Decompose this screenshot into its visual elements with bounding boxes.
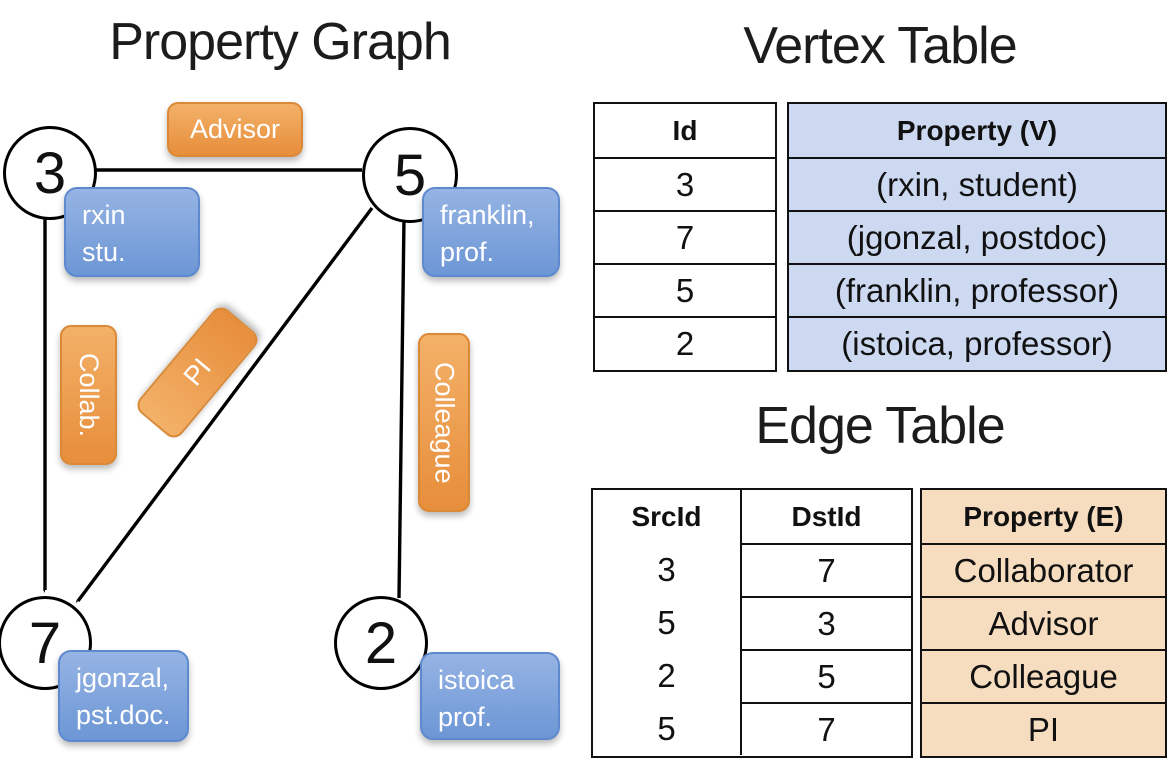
vertex-label-line: jgonzal, — [76, 663, 170, 693]
vertex-label-franklin: franklin, prof. — [422, 187, 560, 277]
vertex-table-property-column: Property (V) (rxin, student) (jgonzal, p… — [787, 102, 1167, 372]
edge-dstid-cell: 5 — [742, 649, 911, 702]
edge-property-cell: Advisor — [922, 596, 1165, 649]
vertex-id-cell: 5 — [595, 263, 775, 316]
edge-table-id-columns: SrcId DstId 3 7 5 3 2 5 5 7 — [591, 488, 913, 758]
vertex-id-cell: 3 — [595, 157, 775, 210]
graph-node-5: 5 — [362, 127, 458, 223]
vertex-id-cell: 7 — [595, 210, 775, 263]
edge-srcid-cell: 3 — [593, 543, 742, 596]
vertex-label-line: prof. — [440, 237, 495, 268]
vertex-id-cell: 2 — [595, 316, 775, 369]
vertex-label-line: pst.doc. — [76, 700, 171, 731]
edge-table-header-dstid: DstId — [791, 500, 862, 532]
vertex-label-line: rxin — [82, 200, 126, 230]
vertex-label-line: franklin, — [440, 200, 535, 230]
edge-dstid-cell: 7 — [742, 702, 911, 755]
vertex-table-header-property: Property (V) — [896, 114, 1058, 146]
vertex-label-jgonzal: jgonzal, pst.doc. — [58, 650, 189, 742]
vertex-label-line: prof. — [438, 702, 493, 733]
edge-table-title: Edge Table — [755, 397, 1005, 455]
vertex-table-title: Vertex Table — [743, 17, 1017, 75]
edge-table-header-property: Property (E) — [963, 500, 1124, 532]
vertex-property-cell: (franklin, professor) — [789, 263, 1165, 316]
edge-property-cell: Collaborator — [922, 543, 1165, 596]
property-graph-title: Property Graph — [109, 13, 452, 71]
vertex-label-line: istoica — [438, 665, 515, 695]
edge-property-cell: PI — [922, 702, 1165, 755]
node-id: 7 — [28, 610, 62, 676]
edge-label-advisor: Advisor — [167, 102, 303, 157]
node-id: 5 — [393, 142, 427, 208]
edge-property-cell: Colleague — [922, 649, 1165, 702]
vertex-table-id-column: Id 3 7 5 2 — [593, 102, 777, 372]
graph-edges-canvas — [0, 0, 560, 760]
vertex-table-header-id: Id — [672, 114, 698, 146]
edge-pi-arrow — [78, 206, 374, 601]
vertex-label-istoica: istoica prof. — [420, 652, 560, 740]
edge-colleague-arrow — [397, 218, 404, 599]
vertex-property-cell: (istoica, professor) — [789, 316, 1165, 369]
edge-table-header-srcid: SrcId — [593, 490, 742, 543]
edge-dstid-cell: 3 — [742, 596, 911, 649]
edge-dstid-cell: 7 — [742, 543, 911, 596]
edge-label-colleague: Colleague — [418, 333, 470, 512]
vertex-property-cell: (jgonzal, postdoc) — [789, 210, 1165, 263]
node-id: 3 — [33, 140, 67, 206]
edge-srcid-cell: 5 — [593, 596, 742, 649]
vertex-property-cell: (rxin, student) — [789, 157, 1165, 210]
edge-srcid-cell: 2 — [593, 649, 742, 702]
edge-srcid-cell: 5 — [593, 702, 742, 755]
node-id: 2 — [364, 610, 398, 676]
graph-node-2: 2 — [334, 596, 428, 690]
edge-table-property-column: Property (E) Collaborator Advisor Collea… — [920, 488, 1167, 758]
edge-label-collab: Collab. — [60, 325, 117, 465]
vertex-label-rxin: rxin stu. — [64, 187, 200, 277]
vertex-label-line: stu. — [82, 237, 126, 268]
